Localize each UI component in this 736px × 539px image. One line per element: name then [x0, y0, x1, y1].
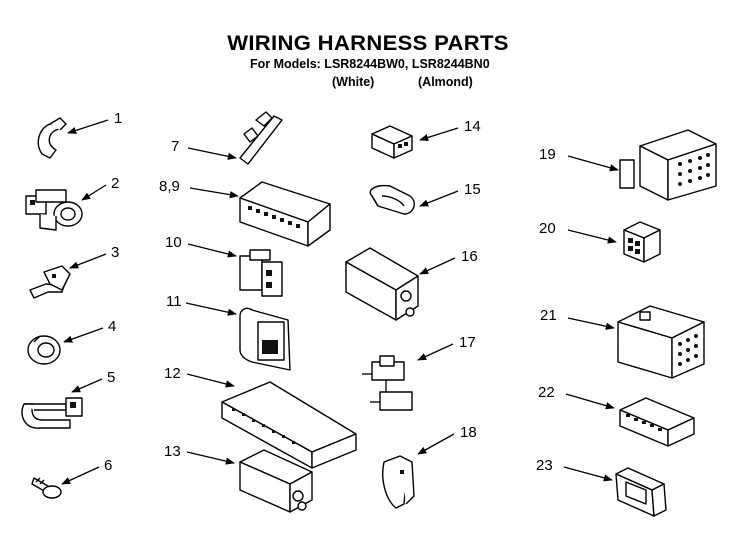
- part-label-17: 17: [459, 334, 476, 351]
- part-label-22: 22: [538, 384, 555, 401]
- part-label-12: 12: [164, 365, 181, 382]
- part-21-block: [617, 305, 705, 379]
- part-label-4: 4: [108, 318, 117, 335]
- variant-almond: (Almond): [418, 75, 473, 89]
- diagram-title: WIRING HARNESS PARTS: [227, 32, 509, 55]
- models-line: For Models: LSR8244BW0, LSR8244BN0: [250, 57, 490, 71]
- leader-arrows: [61, 119, 619, 485]
- part-4-grommet: [27, 335, 61, 365]
- part-20-plug: [623, 221, 661, 263]
- part-label-2: 2: [111, 175, 120, 192]
- part-label-6: 6: [104, 457, 113, 474]
- part-8-9-connector: [239, 181, 331, 247]
- variant-white: (White): [332, 75, 375, 89]
- part-label-7: 7: [171, 138, 180, 155]
- part-23-d-connector: [615, 467, 667, 517]
- part-label-8-9: 8,9: [159, 178, 180, 195]
- part-label-13: 13: [164, 443, 181, 460]
- part-10-connector: [239, 249, 283, 297]
- part-18-latch: [382, 455, 415, 509]
- part-15-sleeve: [369, 184, 415, 215]
- part-label-15: 15: [464, 181, 481, 198]
- part-1-clip: [37, 117, 67, 159]
- part-label-23: 23: [536, 457, 553, 474]
- part-label-18: 18: [460, 424, 477, 441]
- part-label-11: 11: [166, 293, 182, 310]
- part-label-1: 1: [114, 110, 123, 127]
- part-11-housing: [239, 307, 291, 371]
- part-label-19: 19: [539, 146, 556, 163]
- part-2-cable-clamp: [25, 189, 83, 231]
- part-12-terminal-block: [221, 381, 357, 469]
- part-label-10: 10: [165, 234, 182, 251]
- part-19-connector: [619, 129, 717, 201]
- part-label-20: 20: [539, 220, 556, 237]
- part-label-16: 16: [461, 248, 478, 265]
- part-label-3: 3: [111, 244, 120, 261]
- part-label-21: 21: [540, 307, 557, 324]
- part-13-housing: [239, 449, 313, 513]
- part-16-housing: [345, 247, 419, 321]
- part-label-14: 14: [464, 118, 481, 135]
- part-5-strap-clamp: [21, 397, 83, 429]
- part-14-connector: [371, 125, 413, 159]
- part-7-strip: [239, 111, 283, 165]
- part-6-screw: [31, 477, 62, 499]
- part-3-bracket: [29, 265, 71, 299]
- part-label-5: 5: [107, 369, 116, 386]
- part-17-terminal: [362, 355, 413, 411]
- part-22-connector: [619, 397, 695, 447]
